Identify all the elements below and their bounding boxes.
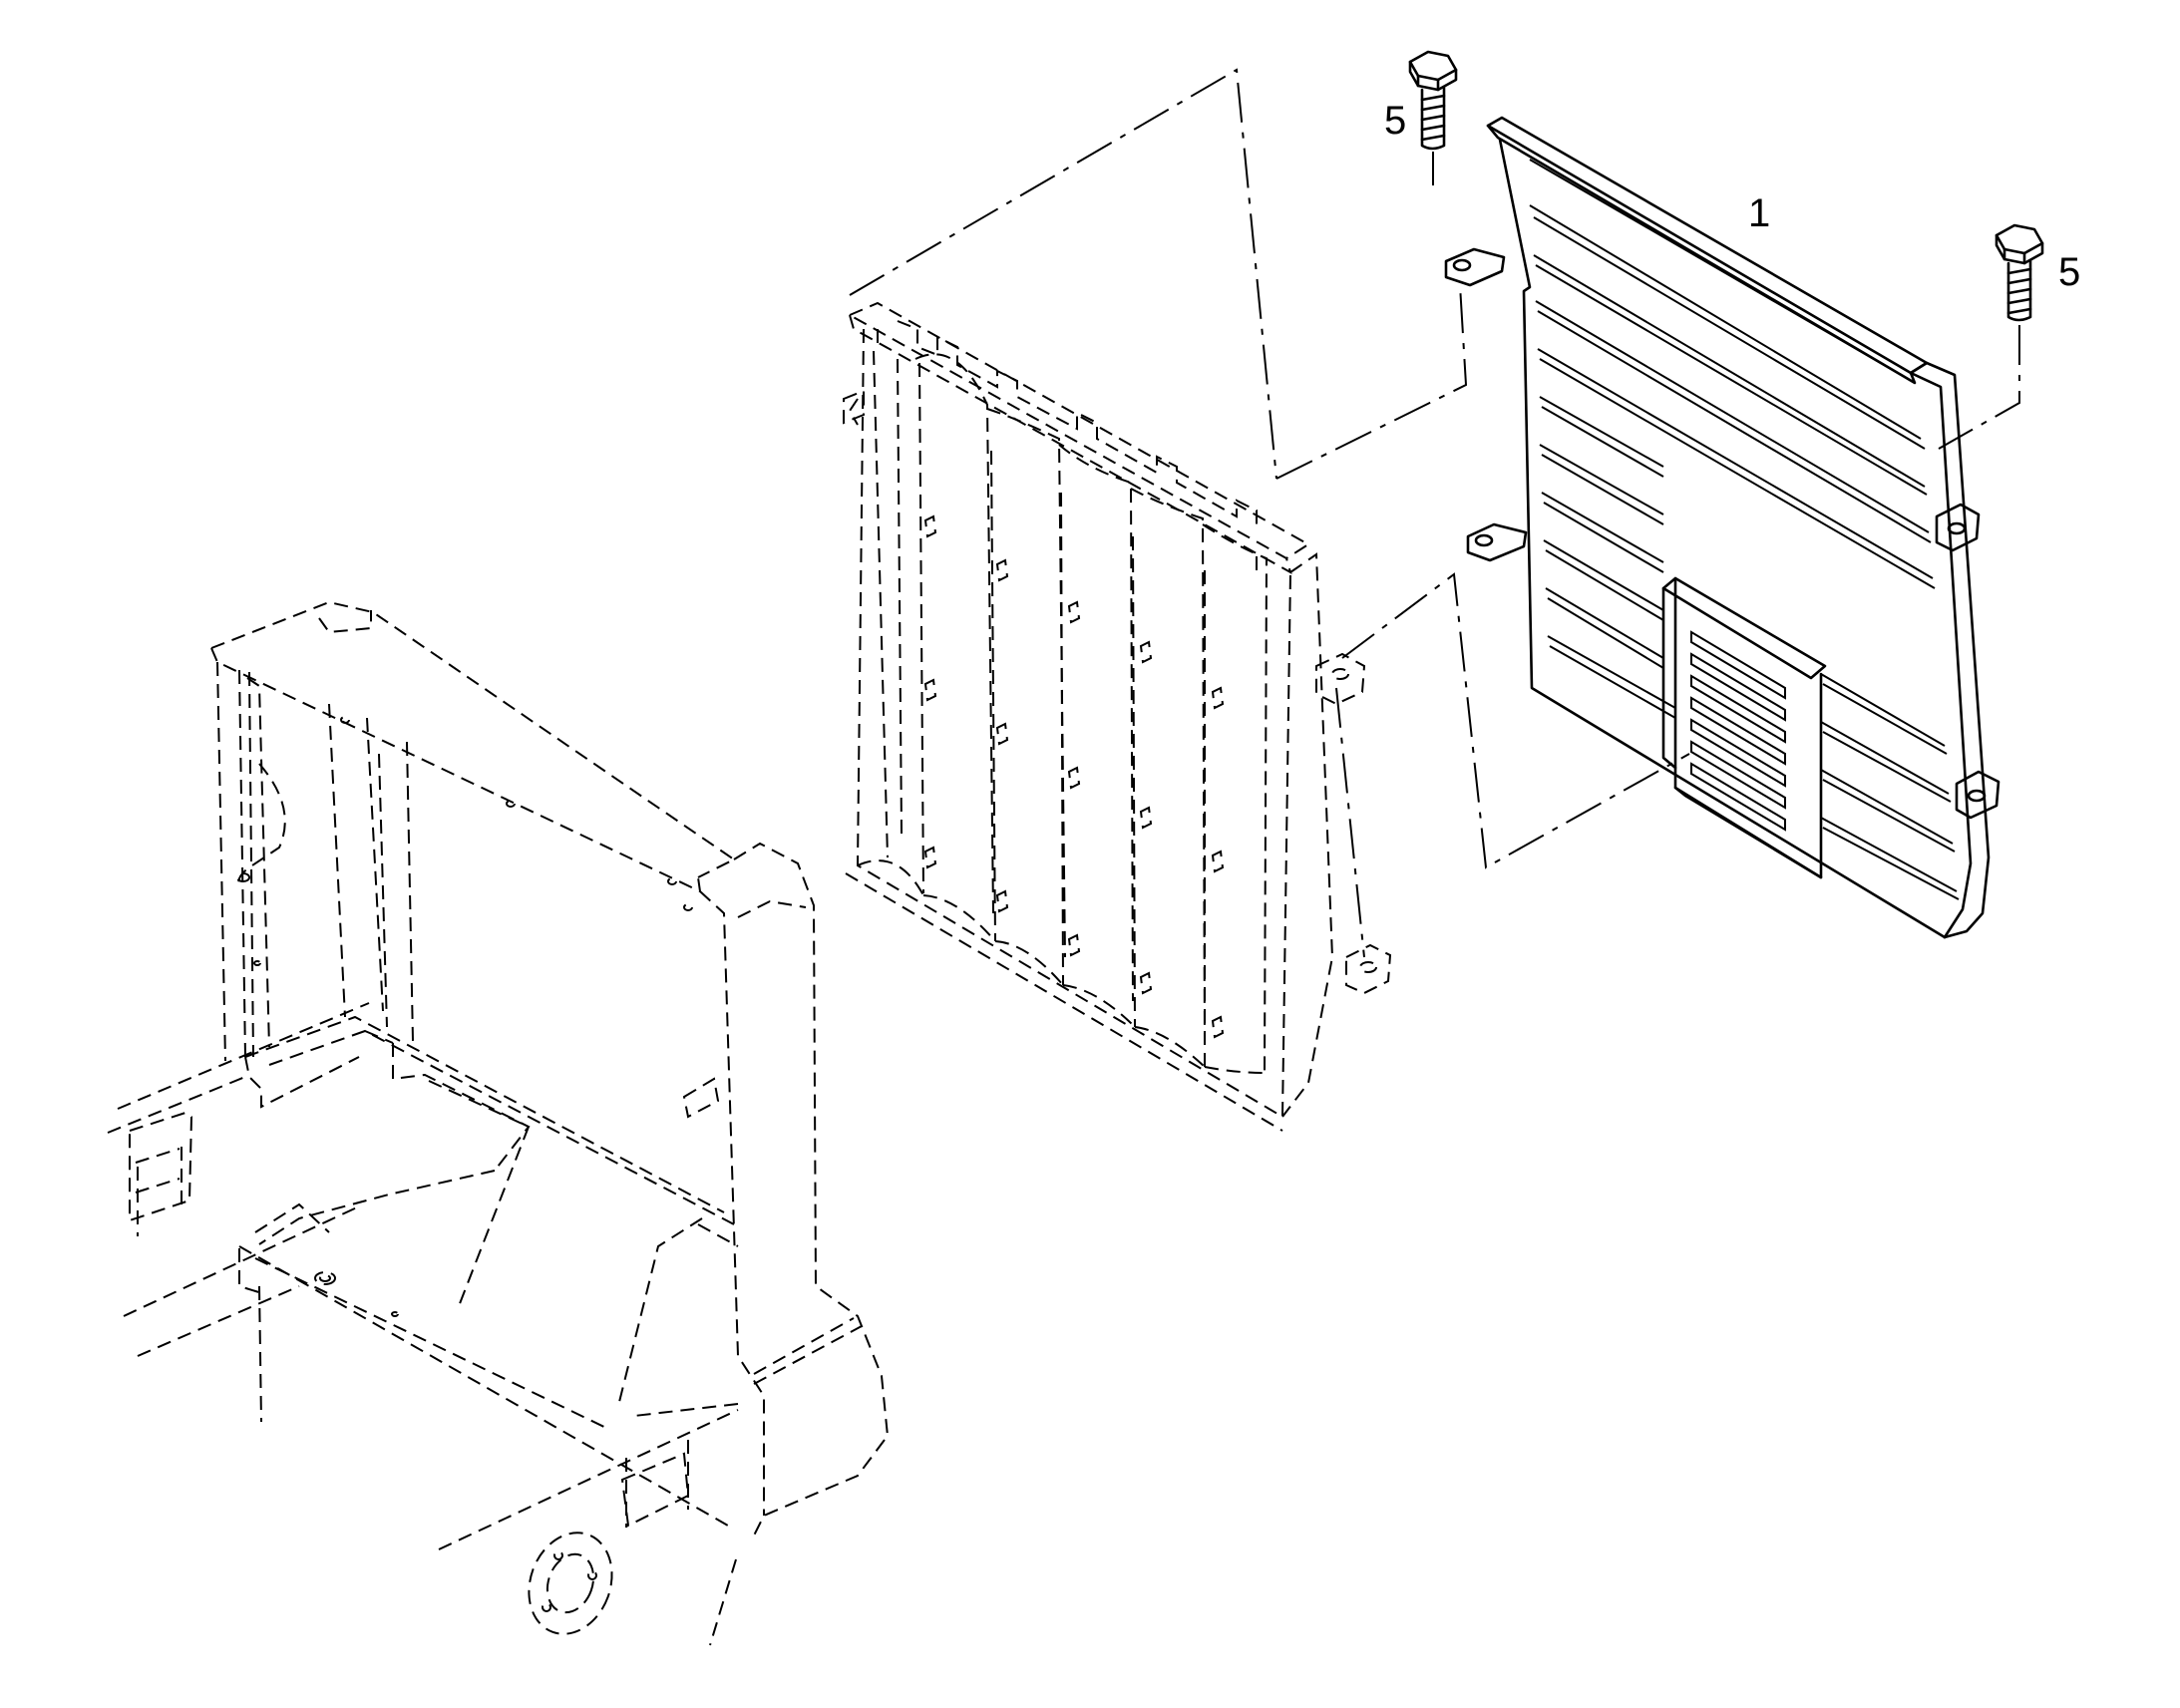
grille-panel	[1444, 116, 2000, 939]
rear-frame-outline	[107, 600, 890, 1646]
bolt-right	[1995, 223, 2044, 322]
grille-louvers	[1529, 204, 1960, 900]
grille-mounting-tabs	[1444, 247, 2000, 820]
callout-label-bolt-upper-left: 5	[1384, 99, 1406, 143]
center-frame-outline	[843, 301, 1392, 1132]
grille-vent-plate	[1661, 576, 1827, 879]
assembly-alignment-lines	[849, 68, 1690, 958]
bolt-upper-left	[1408, 50, 1458, 151]
callout-label-bolt-right: 5	[2058, 250, 2080, 294]
bolt-right-axis	[1938, 325, 2020, 450]
callout-label-grille: 1	[1748, 191, 1770, 235]
